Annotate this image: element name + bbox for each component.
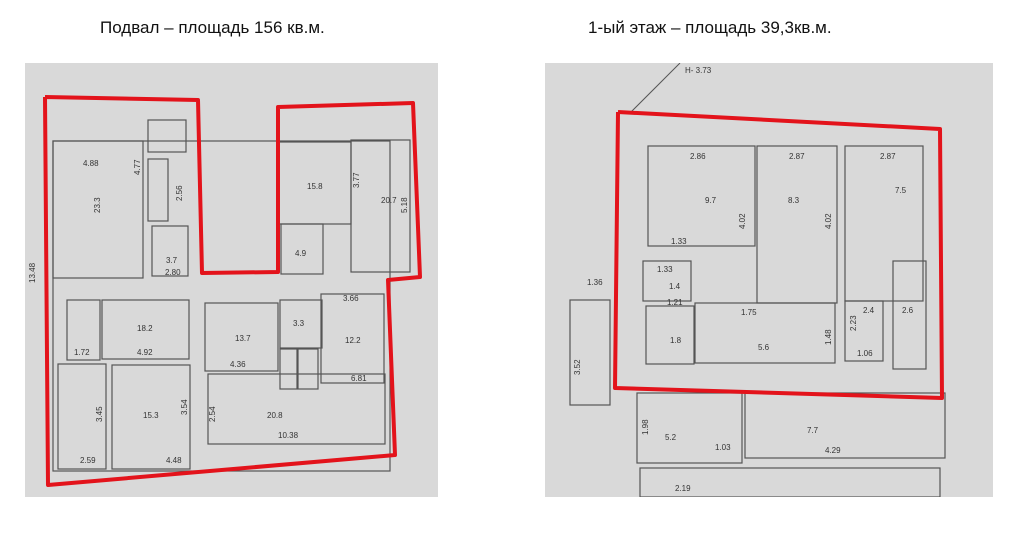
room-label: 5.6 xyxy=(758,343,770,352)
dim-label: 3.54 xyxy=(180,399,189,415)
dim-label: 4.36 xyxy=(230,360,246,369)
first-floor-room-labels: 9.7 8.3 7.5 1.4 1.8 5.6 2.4 2.6 5.2 7.7 … xyxy=(573,152,914,493)
dim-label: 4.02 xyxy=(738,213,747,229)
room-label: 2.4 xyxy=(863,306,875,315)
first-floor-outline xyxy=(613,110,944,400)
room-label: 8.3 xyxy=(788,196,800,205)
dim-label: 1.72 xyxy=(74,348,90,357)
dim-label: 2.23 xyxy=(849,315,858,331)
plan-paper xyxy=(25,63,438,497)
room-label: 1.8 xyxy=(670,336,682,345)
room-label: 7.5 xyxy=(895,186,907,195)
dim-label: 1.48 xyxy=(824,329,833,345)
dim-label: 1.36 xyxy=(587,278,603,287)
basement-room-labels: 23.3 3.7 15.8 20.7 4.9 18.2 13.7 3.3 12.… xyxy=(28,159,409,465)
dim-label: 4.02 xyxy=(824,213,833,229)
dim-label: 2.86 xyxy=(690,152,706,161)
room-label: 15.3 xyxy=(143,411,159,420)
dim-label: 1.03 xyxy=(715,443,731,452)
dim-label: 6.81 xyxy=(351,374,367,383)
room-label: 3.3 xyxy=(293,319,305,328)
basement-title: Подвал – площадь 156 кв.м. xyxy=(100,18,325,37)
room-label: 12.2 xyxy=(345,336,361,345)
dim-label: 10.38 xyxy=(278,431,299,440)
dim-label: 3.66 xyxy=(343,294,359,303)
dim-label: 4.92 xyxy=(137,348,153,357)
dim-label: 4.29 xyxy=(825,446,841,455)
room-label: 20.7 xyxy=(381,196,397,205)
dim-label: 1.33 xyxy=(671,237,687,246)
dim-label: 1.06 xyxy=(857,349,873,358)
dim-label: 2.56 xyxy=(175,185,184,201)
basement-outline xyxy=(43,95,422,487)
room-label: 23.3 xyxy=(93,197,102,213)
room-label: 9.7 xyxy=(705,196,717,205)
dim-label: 1.21 xyxy=(667,298,683,307)
dim-label: 2.59 xyxy=(80,456,96,465)
dim-label: 1.33 xyxy=(657,265,673,274)
overall-dim: 13.48 xyxy=(28,262,37,283)
room-label: 1.4 xyxy=(669,282,681,291)
dim-label: 4.88 xyxy=(83,159,99,168)
dim-label: 2.19 xyxy=(675,484,691,493)
room-label: 18.2 xyxy=(137,324,153,333)
room-label: 3.7 xyxy=(166,256,178,265)
room-label: 7.7 xyxy=(807,426,819,435)
room-label: 2.6 xyxy=(902,306,914,315)
height-mark: H- 3.73 xyxy=(685,66,712,75)
room-label: 20.8 xyxy=(267,411,283,420)
dim-label: 1.98 xyxy=(641,419,650,435)
dim-label: 2.87 xyxy=(789,152,805,161)
dim-label: 3.52 xyxy=(573,359,582,375)
dim-label: 2.54 xyxy=(208,406,217,422)
room-label: 4.9 xyxy=(295,249,307,258)
leader-line xyxy=(629,62,681,114)
dim-label: 2.80 xyxy=(165,268,181,277)
dim-label: 3.45 xyxy=(95,406,104,422)
room-label: 13.7 xyxy=(235,334,251,343)
dim-label: 4.48 xyxy=(166,456,182,465)
dim-label: 1.75 xyxy=(741,308,757,317)
dim-label: 3.77 xyxy=(352,172,361,188)
dim-label: 5.18 xyxy=(400,197,409,213)
dim-label: 2.87 xyxy=(880,152,896,161)
first-floor-title: 1-ый этаж – площадь 39,3кв.м. xyxy=(588,18,832,37)
room-label: 5.2 xyxy=(665,433,677,442)
first-floor-plan: H- 3.73 9.7 8.3 7.5 1.4 1.8 5.6 2.4 2.6 … xyxy=(545,62,993,498)
basement-floor-plan: 23.3 3.7 15.8 20.7 4.9 18.2 13.7 3.3 12.… xyxy=(25,63,438,497)
room-label: 15.8 xyxy=(307,182,323,191)
dim-label: 4.77 xyxy=(133,159,142,175)
